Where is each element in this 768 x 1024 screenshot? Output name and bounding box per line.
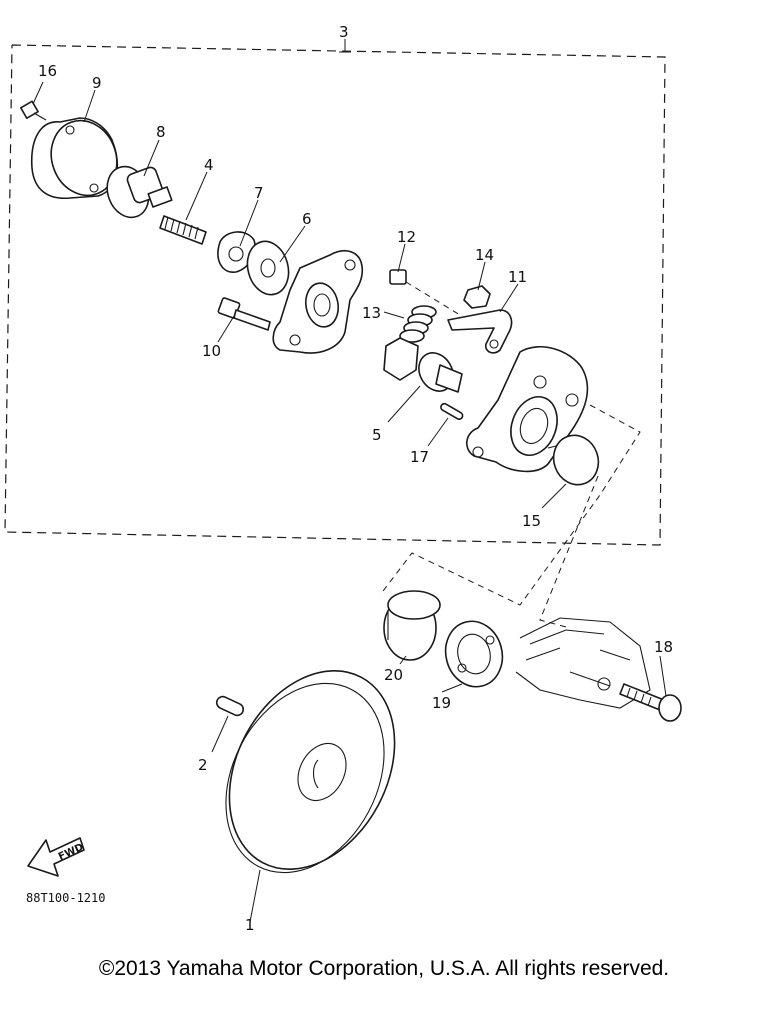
- part-5-shaft[interactable]: [383, 337, 463, 397]
- part-16-bolt[interactable]: [20, 100, 47, 121]
- callout-5: 5: [372, 426, 382, 444]
- fwd-arrow: FWD: [27, 837, 85, 877]
- callout-9: 9: [92, 74, 102, 92]
- part-8-plunger[interactable]: [100, 161, 173, 224]
- callout-20: 20: [384, 666, 403, 684]
- housing[interactable]: [272, 250, 364, 354]
- part-4-spring[interactable]: [159, 215, 207, 245]
- part-10-bolt[interactable]: [217, 297, 271, 331]
- callout-13: 13: [362, 304, 381, 322]
- callout-19: 19: [432, 694, 451, 712]
- part-19-bearing[interactable]: [438, 615, 509, 693]
- callout-16: 16: [38, 62, 57, 80]
- part-6-washer[interactable]: [242, 237, 295, 300]
- part-15-cap[interactable]: [547, 429, 605, 491]
- assembly-leader-lines: [379, 404, 641, 629]
- callout-15: 15: [522, 512, 541, 530]
- part-11-lever[interactable]: [447, 309, 513, 354]
- part-18-bolt[interactable]: [619, 683, 682, 722]
- part-2-key[interactable]: [215, 695, 245, 718]
- part-17-pin[interactable]: [440, 402, 464, 420]
- callout-10: 10: [202, 342, 221, 360]
- callout-14: 14: [475, 246, 494, 264]
- part-14-nut[interactable]: [463, 285, 491, 309]
- callout-12: 12: [397, 228, 416, 246]
- engine-case-fragment: [515, 617, 651, 709]
- catalog-code: 88T100-1210: [26, 891, 105, 905]
- callout-7: 7: [254, 184, 264, 202]
- callout-3: 3: [339, 23, 349, 41]
- callout-6: 6: [302, 210, 312, 228]
- part-13-spring[interactable]: [399, 305, 437, 343]
- callout-leader-lines: [32, 81, 667, 923]
- callout-8: 8: [156, 123, 166, 141]
- part-1-disc[interactable]: [194, 642, 427, 900]
- right-housing[interactable]: [466, 346, 589, 473]
- assembly-boundary: [4, 39, 666, 546]
- copyright-notice: ©2013 Yamaha Motor Corporation, U.S.A. A…: [98, 957, 670, 980]
- part-20-cup[interactable]: [383, 590, 441, 661]
- callout-11: 11: [508, 268, 527, 286]
- callout-1: 1: [245, 916, 255, 934]
- callout-17: 17: [410, 448, 429, 466]
- callout-4: 4: [204, 156, 214, 174]
- callout-numbers: 3 16 9 8 4 7 6 12 14 11 13 10 5 17 15 18…: [38, 23, 673, 934]
- part-9-cover[interactable]: [30, 111, 127, 204]
- callout-2: 2: [198, 756, 208, 774]
- exploded-parts-diagram: FWD 3 16 9 8 4 7 6 12 14 11 13 10: [4, 23, 682, 934]
- callout-18: 18: [654, 638, 673, 656]
